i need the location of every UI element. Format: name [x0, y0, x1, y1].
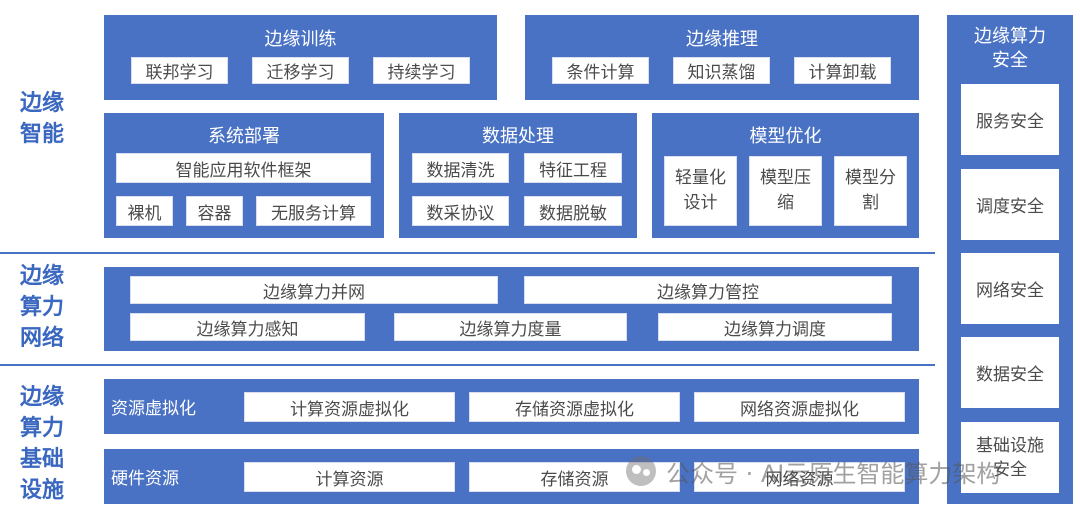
- hardware-resources-label: 硬件资源: [111, 469, 179, 489]
- hardware-resources-panel: 硬件资源 计算资源 存储资源 网络资源: [104, 449, 919, 504]
- container-cell: 容器: [186, 196, 243, 226]
- watermark-text: 公众号 · AI云原生智能算力架构: [666, 459, 1001, 488]
- scheduling-security-cell: 调度安全: [961, 169, 1059, 240]
- continual-learning-cell: 持续学习: [373, 57, 470, 84]
- feature-engineering-cell: 特征工程: [524, 153, 622, 183]
- infrastructure-security-cell: 基础设施安全: [961, 422, 1059, 493]
- data-processing-title: 数据处理: [482, 126, 554, 147]
- data-processing-panel: 数据处理 数据清洗 特征工程 数采协议 数据脱敏: [399, 113, 637, 238]
- system-deployment-title: 系统部署: [208, 126, 280, 147]
- side-label-edge-compute-infrastructure: 边缘算力基础设施: [20, 385, 65, 503]
- compute-measurement-cell: 边缘算力度量: [394, 313, 627, 341]
- transfer-learning-cell: 迁移学习: [252, 57, 349, 84]
- network-virtualization-cell: 网络资源虚拟化: [694, 392, 905, 422]
- model-partitioning-cell: 模型分割: [834, 156, 907, 226]
- storage-resources-cell: 存储资源: [469, 462, 680, 492]
- computation-offloading-cell: 计算卸载: [794, 57, 891, 84]
- side-label-edge-intelligence: 边缘智能: [20, 91, 65, 147]
- model-optimization-panel: 模型优化 轻量化设计 模型压缩 模型分割: [652, 113, 919, 238]
- compute-grid-connection-cell: 边缘算力并网: [130, 276, 498, 304]
- edge-compute-network-panel: 边缘算力并网 边缘算力管控 边缘算力感知 边缘算力度量 边缘算力调度: [104, 267, 919, 351]
- service-security-cell: 服务安全: [961, 84, 1059, 155]
- compute-virtualization-cell: 计算资源虚拟化: [244, 392, 455, 422]
- conditional-computing-cell: 条件计算: [552, 57, 649, 84]
- data-cleaning-cell: 数据清洗: [412, 153, 509, 183]
- data-collection-protocol-cell: 数采协议: [412, 196, 509, 226]
- network-resources-cell: 网络资源: [694, 462, 905, 492]
- edge-training-title: 边缘训练: [264, 29, 337, 50]
- edge-training-panel: 边缘训练 联邦学习 迁移学习 持续学习: [104, 15, 497, 100]
- data-security-cell: 数据安全: [961, 337, 1059, 408]
- storage-virtualization-cell: 存储资源虚拟化: [469, 392, 680, 422]
- app-software-framework-cell: 智能应用软件框架: [116, 153, 371, 183]
- compute-resources-cell: 计算资源: [244, 462, 455, 492]
- edge-compute-security-title: 边缘算力安全: [974, 26, 1046, 71]
- wechat-icon: [626, 456, 656, 486]
- resource-virtualization-label: 资源虚拟化: [111, 399, 196, 419]
- federated-learning-cell: 联邦学习: [131, 57, 228, 84]
- resource-virtualization-panel: 资源虚拟化 计算资源虚拟化 存储资源虚拟化 网络资源虚拟化: [104, 379, 919, 434]
- compute-scheduling-cell: 边缘算力调度: [658, 313, 892, 341]
- model-optimization-title: 模型优化: [749, 126, 822, 147]
- watermark: 公众号 · AI云原生智能算力架构: [626, 455, 1001, 488]
- serverless-computing-cell: 无服务计算: [256, 196, 371, 226]
- data-desensitization-cell: 数据脱敏: [524, 196, 622, 226]
- compute-management-control-cell: 边缘算力管控: [524, 276, 892, 304]
- side-label-edge-compute-network: 边缘算力网络: [20, 264, 65, 351]
- system-deployment-panel: 系统部署 智能应用软件框架 裸机 容器 无服务计算: [104, 113, 384, 238]
- model-compression-cell: 模型压缩: [749, 156, 822, 226]
- network-security-cell: 网络安全: [961, 253, 1059, 324]
- knowledge-distillation-cell: 知识蒸馏: [673, 57, 770, 84]
- edge-inference-title: 边缘推理: [686, 29, 758, 50]
- edge-compute-security-panel: 边缘算力安全 服务安全 调度安全 网络安全 数据安全 基础设施安全: [947, 15, 1073, 504]
- compute-awareness-cell: 边缘算力感知: [130, 313, 365, 341]
- lightweight-design-cell: 轻量化设计: [664, 156, 737, 226]
- divider-network-infrastructure: [0, 364, 935, 366]
- divider-intelligence-network: [0, 252, 935, 254]
- bare-metal-cell: 裸机: [116, 196, 173, 226]
- edge-inference-panel: 边缘推理 条件计算 知识蒸馏 计算卸载: [525, 15, 919, 100]
